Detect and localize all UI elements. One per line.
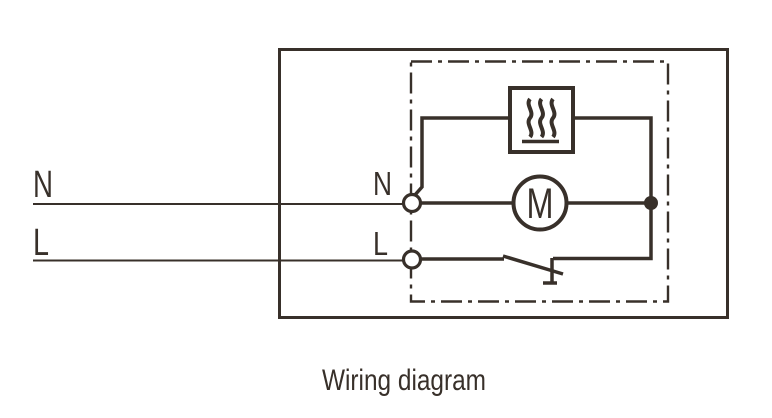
line-terminal xyxy=(401,249,423,270)
heater-branch-wire xyxy=(412,116,510,198)
neutral-terminal xyxy=(401,192,423,214)
heating-element-icon xyxy=(508,86,575,154)
neutral-feed-label: N xyxy=(33,164,53,206)
heating-element-squiggle-3 xyxy=(549,97,557,139)
junction-dot xyxy=(644,196,658,210)
motor-circle xyxy=(511,174,569,232)
diagram-caption: Wiring diagram xyxy=(322,364,486,397)
switch-icon xyxy=(502,254,564,285)
heating-element-squiggle-2 xyxy=(538,97,545,139)
line-feed-label: L xyxy=(33,222,49,264)
neutral-terminal-label: N xyxy=(373,165,392,202)
heater-return-wire xyxy=(553,116,653,261)
device-outline xyxy=(278,48,729,319)
switch-contact xyxy=(543,258,557,285)
module-boundary-dashdot xyxy=(409,60,670,303)
line-terminal-label: L xyxy=(373,225,388,262)
motor-icon: M xyxy=(511,174,569,232)
motor-letter: M xyxy=(527,180,554,228)
heating-element-squiggle-1 xyxy=(526,97,534,139)
